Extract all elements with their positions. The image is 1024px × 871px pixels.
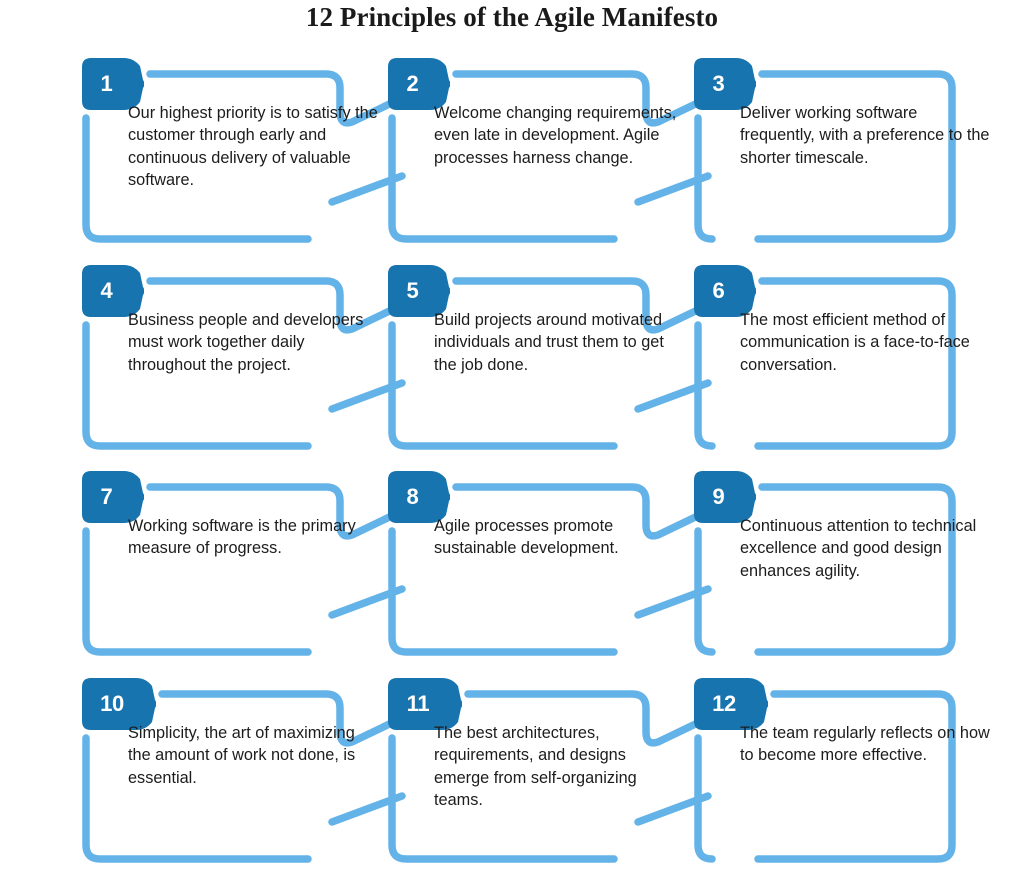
arrow-badge-icon: [82, 58, 144, 110]
principle-number-badge-4: 4: [82, 265, 144, 317]
principle-number-badge-10: 10: [82, 678, 156, 730]
principle-number-11: 11: [406, 691, 430, 716]
page-title: 12 Principles of the Agile Manifesto: [305, 2, 719, 32]
principle-text-7: Working software is the primary measure …: [128, 517, 356, 558]
principle-number-10: 10: [100, 691, 124, 716]
principle-number-3: 3: [712, 71, 725, 96]
principle-text-6: The most efficient method of communicati…: [740, 311, 970, 374]
arrow-badge-icon: [694, 471, 756, 523]
arrow-badge-icon: [82, 678, 156, 730]
principle-text-11: The best architectures, requirements, an…: [434, 724, 637, 810]
arrow-badge-icon: [388, 265, 450, 317]
principle-number-7: 7: [100, 484, 113, 509]
principle-number-badge-11: 11: [388, 678, 462, 730]
arrow-badge-icon: [388, 678, 462, 730]
principle-number-6: 6: [712, 278, 725, 303]
principle-text-8: Agile processes promote sustainable deve…: [434, 517, 619, 558]
arrow-badge-icon: [388, 58, 450, 110]
principle-text-1: Our highest priority is to satisfy the c…: [128, 104, 378, 190]
principle-text-5: Build projects around motivated individu…: [434, 311, 664, 374]
arrow-badge-icon: [694, 678, 768, 730]
principle-number-1: 1: [100, 71, 113, 96]
principle-number-badge-5: 5: [388, 265, 450, 317]
arrow-badge-icon: [388, 471, 450, 523]
principle-text-2: Welcome changing requirements, even late…: [434, 104, 677, 167]
principle-number-9: 9: [712, 484, 725, 509]
principle-number-badge-6: 6: [694, 265, 756, 317]
principle-number-badge-9: 9: [694, 471, 756, 523]
principle-text-10: Simplicity, the art of maximizing the am…: [128, 724, 356, 787]
arrow-badge-icon: [694, 265, 756, 317]
principle-number-badge-7: 7: [82, 471, 144, 523]
principle-number-badge-1: 1: [82, 58, 144, 110]
principle-number-badge-2: 2: [388, 58, 450, 110]
principle-number-badge-3: 3: [694, 58, 756, 110]
principle-number-4: 4: [100, 278, 113, 303]
principle-text-12: The team regularly reflects on how to be…: [740, 724, 990, 765]
principle-number-8: 8: [406, 484, 419, 509]
principle-number-2: 2: [406, 71, 419, 96]
arrow-badge-icon: [694, 58, 756, 110]
principle-number-badge-8: 8: [388, 471, 450, 523]
principle-number-badge-12: 12: [694, 678, 768, 730]
principle-number-12: 12: [712, 691, 736, 716]
arrow-badge-icon: [82, 265, 144, 317]
principle-text-3: Deliver working software frequently, wit…: [740, 104, 990, 167]
principle-text-4: Business people and developers must work…: [128, 311, 364, 374]
arrow-badge-icon: [82, 471, 144, 523]
principle-number-5: 5: [406, 278, 419, 303]
principle-text-9: Continuous attention to technical excell…: [740, 517, 977, 580]
